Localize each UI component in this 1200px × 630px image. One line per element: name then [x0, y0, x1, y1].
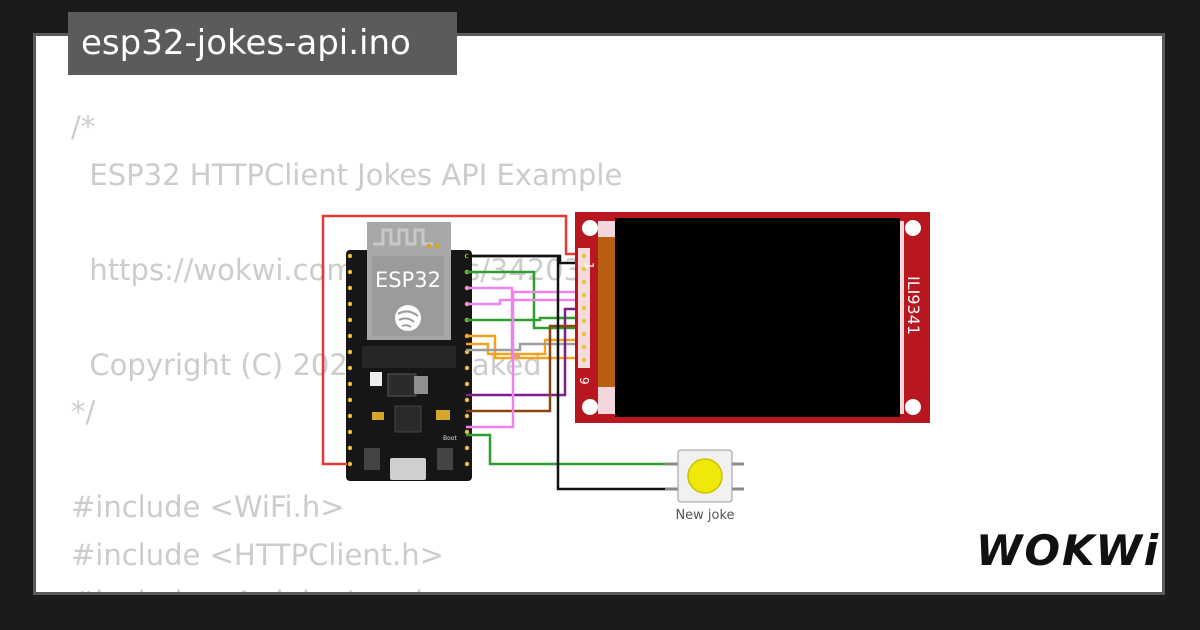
header-pin [347, 429, 353, 435]
header-pin [347, 413, 353, 419]
header-pin [581, 279, 587, 285]
espressif-logo-icon [395, 305, 421, 331]
header-pin [464, 365, 470, 371]
header-pin [347, 365, 353, 371]
wire-violet-b [466, 298, 581, 306]
code-line: #include <HTTPClient.h> [71, 537, 444, 572]
code-line: #include <ArduinoJson.h> [71, 579, 822, 592]
button-label: New joke [675, 508, 734, 523]
wires [321, 214, 665, 491]
usb-port [390, 458, 426, 480]
wire-brown [466, 324, 581, 413]
header-pin [347, 445, 353, 451]
boot-label: Boot [443, 435, 457, 442]
display-pin-last-label: 9 [577, 377, 591, 385]
header-pin [464, 413, 470, 419]
header-pin [347, 397, 353, 403]
wire-green-b [466, 316, 581, 322]
code-line: /* [71, 110, 96, 144]
header-pin [347, 381, 353, 387]
header-pin [347, 317, 353, 323]
ili9341-display[interactable]: 1 9 ILI9341 [575, 212, 930, 423]
display-label: ILI9341 [904, 276, 923, 335]
header-pin [581, 305, 587, 311]
wire-violet-c [466, 290, 581, 429]
wire-orange-a [466, 334, 581, 360]
wire-black-button [466, 254, 665, 491]
new-joke-button[interactable]: New joke [665, 449, 744, 523]
header-pin [347, 333, 353, 339]
header-pin [581, 318, 587, 324]
header-pin [464, 445, 470, 451]
code-line: ESP32 HTTPClient Jokes API Example [71, 157, 623, 192]
header-pin [347, 349, 353, 355]
header-pin [347, 253, 353, 259]
display-header-pins [581, 253, 587, 363]
esp32-board[interactable]: ESP32 Boot [346, 222, 472, 481]
header-pin [464, 397, 470, 403]
wokwi-logo: WOKWi [976, 526, 1161, 575]
display-pin-first-label: 1 [582, 262, 596, 270]
header-pin [581, 292, 587, 298]
wire-green-button [466, 433, 665, 466]
wire-vcc-red [321, 214, 581, 466]
code-line: #include <WiFi.h> [71, 490, 345, 524]
wire-purple [466, 307, 581, 397]
header-pin [347, 301, 353, 307]
header-pin [347, 461, 353, 467]
header-pin [347, 269, 353, 275]
mcu-label: ESP32 [375, 268, 441, 292]
code-line: */ [71, 395, 96, 429]
left-header-pins [347, 253, 353, 467]
header-pin [347, 285, 353, 291]
header-pin [581, 344, 587, 350]
header-pin [581, 357, 587, 363]
header-pin [581, 266, 587, 272]
file-name-tag: esp32-jokes-api.ino [68, 12, 457, 75]
header-pin [581, 253, 587, 259]
header-pin [464, 429, 470, 435]
header-pin [581, 331, 587, 337]
header-pin [464, 381, 470, 387]
header-pin [464, 461, 470, 467]
